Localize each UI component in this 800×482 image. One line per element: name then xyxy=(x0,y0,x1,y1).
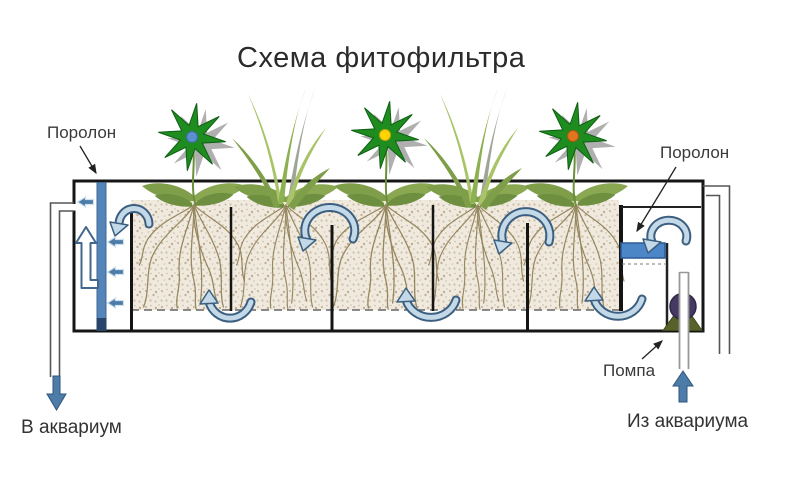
annotation-arrow-pump xyxy=(641,340,663,360)
page-title: Схема фитофильтра xyxy=(237,42,526,74)
plants xyxy=(142,88,628,210)
annotation-arrow-foam-right xyxy=(636,166,677,233)
label-to-aquarium: В аквариум xyxy=(21,417,122,438)
label-from-aquarium: Из аквариума xyxy=(627,411,749,432)
label-foam-right: Поролон xyxy=(660,143,730,162)
foam-flow-arrow-4 xyxy=(106,296,125,310)
arch-arrow-onto-foam-block xyxy=(642,215,692,254)
foam-flow-arrow-3 xyxy=(106,265,125,279)
flower-center-yellow xyxy=(379,129,391,141)
to-aquarium-arrow xyxy=(46,375,67,411)
plant-grass-2 xyxy=(424,88,530,210)
foam-flow-arrow-1 xyxy=(76,195,95,209)
label-foam-left: Поролон xyxy=(47,123,117,142)
flower-center-orange xyxy=(567,130,579,142)
arch-arrow-over-baffle-3 xyxy=(297,203,360,252)
inlet-pipe-outer xyxy=(703,185,731,354)
u-arrow-under-baffle-2 xyxy=(199,289,256,323)
flow-arrows xyxy=(75,195,692,323)
outlet-wall-gap xyxy=(70,204,77,211)
plant-grass-1 xyxy=(232,88,338,210)
u-arrow-under-baffle-4 xyxy=(396,287,461,322)
plant-flower-2 xyxy=(334,100,438,206)
foam-block-right xyxy=(620,242,666,259)
inlet-chamber xyxy=(620,206,701,330)
from-aquarium-arrow xyxy=(672,370,694,403)
arch-arrow-over-baffle-1 xyxy=(109,204,154,237)
pump-pipe xyxy=(678,271,690,369)
label-pump: Помпа xyxy=(603,361,656,380)
outflow-up-arrow xyxy=(75,226,99,289)
foam-sheet-left xyxy=(96,182,107,331)
plant-flower-3 xyxy=(524,101,628,206)
foam-flow-arrow-2 xyxy=(106,235,125,249)
outlet-pipe xyxy=(49,202,74,377)
flower-center-blue xyxy=(186,131,198,143)
plant-flower-1 xyxy=(142,102,246,206)
arch-arrow-over-baffle-5 xyxy=(493,207,555,255)
annotation-arrow-foam-left xyxy=(79,145,97,175)
u-arrow-under-baffle-6 xyxy=(584,286,647,321)
